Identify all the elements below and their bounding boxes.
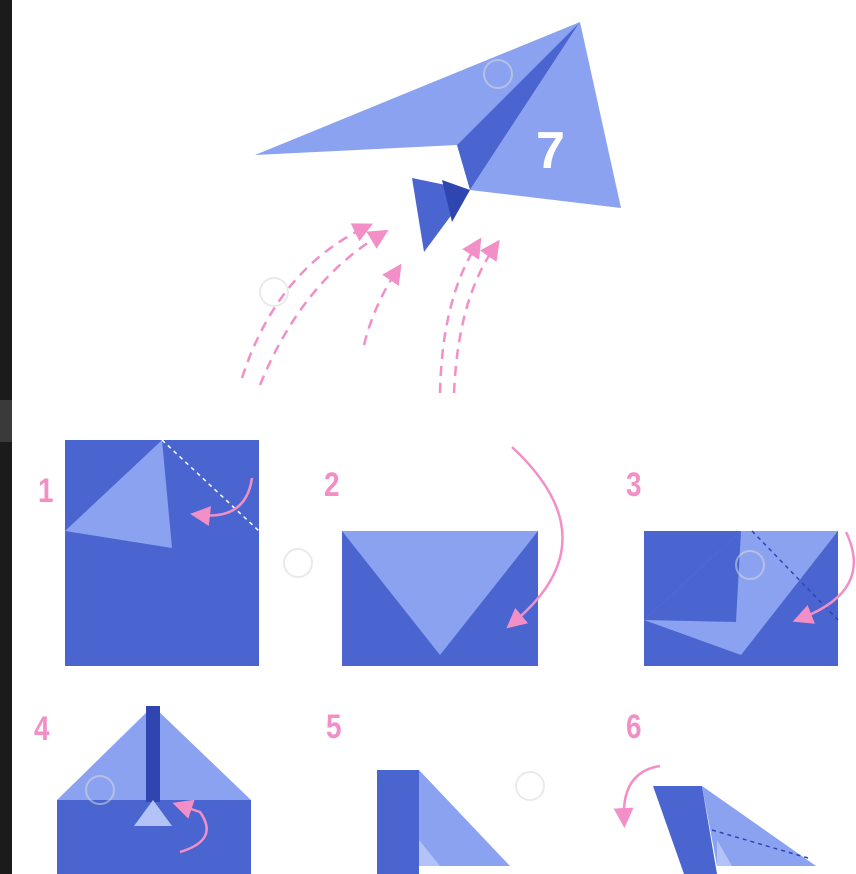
watermark-spirals	[86, 60, 764, 804]
screen-edge	[0, 400, 12, 442]
plane-step-number: 7	[536, 122, 565, 180]
step-6-number: 6	[626, 708, 642, 747]
diagram-svg: 7	[12, 0, 856, 874]
step-2-figure	[342, 447, 563, 666]
flight-trail-arrows	[242, 228, 494, 393]
step-1-figure	[65, 440, 259, 666]
origami-diagram: 7	[12, 0, 856, 874]
final-paper-plane: 7	[255, 22, 621, 252]
step-6-figure	[624, 766, 816, 874]
step-2-number: 2	[324, 466, 340, 505]
step-3-number: 3	[626, 466, 642, 505]
step-5-figure	[377, 770, 510, 874]
step-4-number: 4	[34, 710, 50, 749]
step-5-number: 5	[326, 708, 342, 747]
step-1-number: 1	[38, 472, 54, 511]
